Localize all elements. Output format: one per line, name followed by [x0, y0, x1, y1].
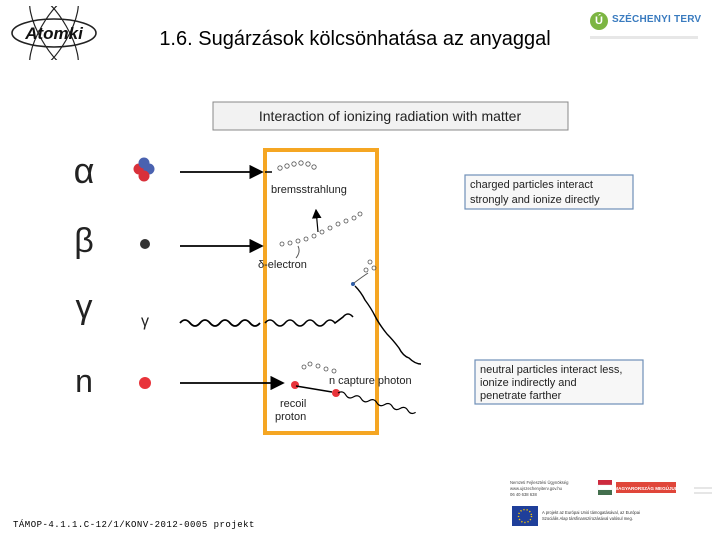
charged-particles-box: [464, 174, 634, 210]
brems-photon-arrow: [311, 208, 322, 233]
atomki-logo: Atomki: [11, 6, 97, 60]
szechenyi-logo-text: SZÉCHENYI TERV: [612, 14, 702, 25]
capture-dot: [332, 389, 340, 397]
delta-electron-label: δ-electron: [258, 259, 307, 271]
alpha-symbol: α: [74, 150, 95, 191]
n-capture-photon-label: n capture photon: [329, 375, 412, 387]
ion-chain-top: [277, 160, 317, 171]
neutral-box-line-3: penetrate farther: [480, 390, 562, 402]
charged-box-line-1: charged particles interact: [470, 179, 593, 191]
scattered-gamma: [354, 285, 422, 365]
proton-label: proton: [275, 411, 306, 423]
banner-text: MAGYARORSZÁG MEGÚJUL: [614, 485, 678, 491]
figure-header-box: [212, 101, 569, 131]
capture-photon-wave: [337, 391, 416, 415]
alpha-particle-icon: [133, 157, 155, 182]
beta-symbol: β: [74, 222, 94, 260]
recoil-label: recoil: [280, 398, 306, 410]
radiation-interaction-figure: Interaction of ionizing radiation with m…: [74, 101, 644, 435]
recoil-proton-dot: [291, 381, 299, 389]
gamma-symbol: γ: [76, 288, 93, 326]
charged-box-line-2: strongly and ionize directly: [470, 194, 600, 206]
banner: [616, 482, 676, 493]
neutral-box-line-2: ionize indirectly and: [480, 377, 577, 389]
neutral-particles-box: [474, 359, 644, 405]
proton-track: [301, 361, 337, 374]
info-line-2: www.ujszechenyiterv.gov.hu: [510, 486, 563, 491]
neutral-box-line-1: neutral particles interact less,: [480, 364, 622, 376]
eu-line-1: A projekt az Európai Unió támogatásával,…: [542, 510, 640, 515]
slide-title: 1.6. Sugárzások kölcsönhatása az anyagga…: [159, 28, 551, 50]
szechenyi-terv-logo: Ú SZÉCHENYI TERV: [590, 12, 702, 42]
hungarian-flag-icon: [597, 480, 613, 495]
funding-logos: Nemzeti Fejlesztési Ügynökség www.ujszec…: [510, 480, 712, 526]
neutron-symbol: n: [75, 363, 93, 399]
material-block: [263, 148, 379, 435]
neutron-icon: [139, 377, 151, 389]
footer-project-code: TÁMOP-4.1.1.C-12/1/KONV-2012-0005 projek…: [13, 520, 255, 530]
svg-text:Atomki: Atomki: [24, 24, 84, 43]
bremsstrahlung-label: bremsstrahlung: [271, 184, 347, 196]
eu-line-2: Szociális Alap társfinanszírozásával val…: [542, 516, 633, 521]
eu-flag-icon: [512, 506, 538, 526]
szechenyi-icon: Ú: [590, 12, 608, 30]
electron-icon: [140, 239, 150, 249]
gamma-small-label: γ: [141, 313, 149, 330]
info-line-1: Nemzeti Fejlesztési Ügynökség: [510, 480, 569, 485]
info-line-3: 06 40 638 638: [510, 492, 537, 497]
beta-track: [279, 211, 363, 247]
gamma-wave: [179, 319, 261, 327]
gamma-secondary-track: [363, 259, 377, 273]
figure-header: Interaction of ionizing radiation with m…: [259, 108, 522, 124]
